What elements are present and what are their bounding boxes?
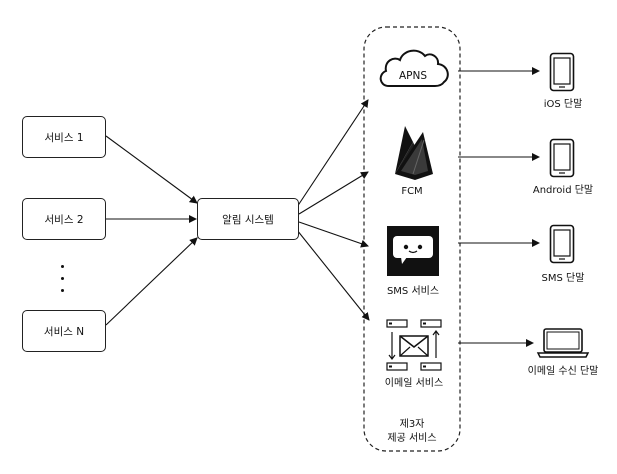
third-party-caption-line2: 제공 서비스 xyxy=(387,433,437,444)
cloud-icon xyxy=(379,49,449,87)
ellipsis-dot xyxy=(61,277,64,280)
email-server-icon xyxy=(386,319,442,371)
firebase-icon xyxy=(395,126,433,180)
arrow-to-sms xyxy=(298,221,369,248)
service-2-box: 서비스 2 xyxy=(22,198,106,240)
arrow-to-apns xyxy=(296,99,369,208)
service-1-label: 서비스 1 xyxy=(44,131,84,144)
fcm-label: FCM xyxy=(401,186,423,197)
phone-icon xyxy=(549,224,575,264)
phone-icon xyxy=(549,138,575,178)
arrow-to-fcm xyxy=(298,171,369,215)
service-1-box: 서비스 1 xyxy=(22,116,106,158)
arrow-service-n xyxy=(105,237,198,326)
third-party-container xyxy=(363,26,461,452)
service-n-label: 서비스 N xyxy=(43,325,85,338)
arrow-to-email xyxy=(296,229,370,321)
sms-service-label: SMS 서비스 xyxy=(386,286,440,297)
phone-icon xyxy=(549,52,575,92)
email-device-label: 이메일 수신 단말 xyxy=(527,366,599,377)
service-n-box: 서비스 N xyxy=(22,310,106,352)
ellipsis-dot xyxy=(61,265,64,268)
arrow-service-1 xyxy=(105,135,198,204)
email-service-label: 이메일 서비스 xyxy=(384,378,444,389)
apns-label: APNS xyxy=(398,70,428,82)
ellipsis-dot xyxy=(61,289,64,292)
android-device-label: Android 단말 xyxy=(532,185,594,196)
service-2-label: 서비스 2 xyxy=(44,213,84,226)
third-party-caption-line1: 제3자 xyxy=(399,419,425,430)
notification-system-box: 알림 시스템 xyxy=(197,198,299,240)
ios-device-label: iOS 단말 xyxy=(543,99,583,110)
sms-device-label: SMS 단말 xyxy=(541,273,585,284)
notification-system-label: 알림 시스템 xyxy=(222,213,274,226)
sms-chat-icon xyxy=(387,226,439,276)
laptop-icon xyxy=(536,328,590,358)
